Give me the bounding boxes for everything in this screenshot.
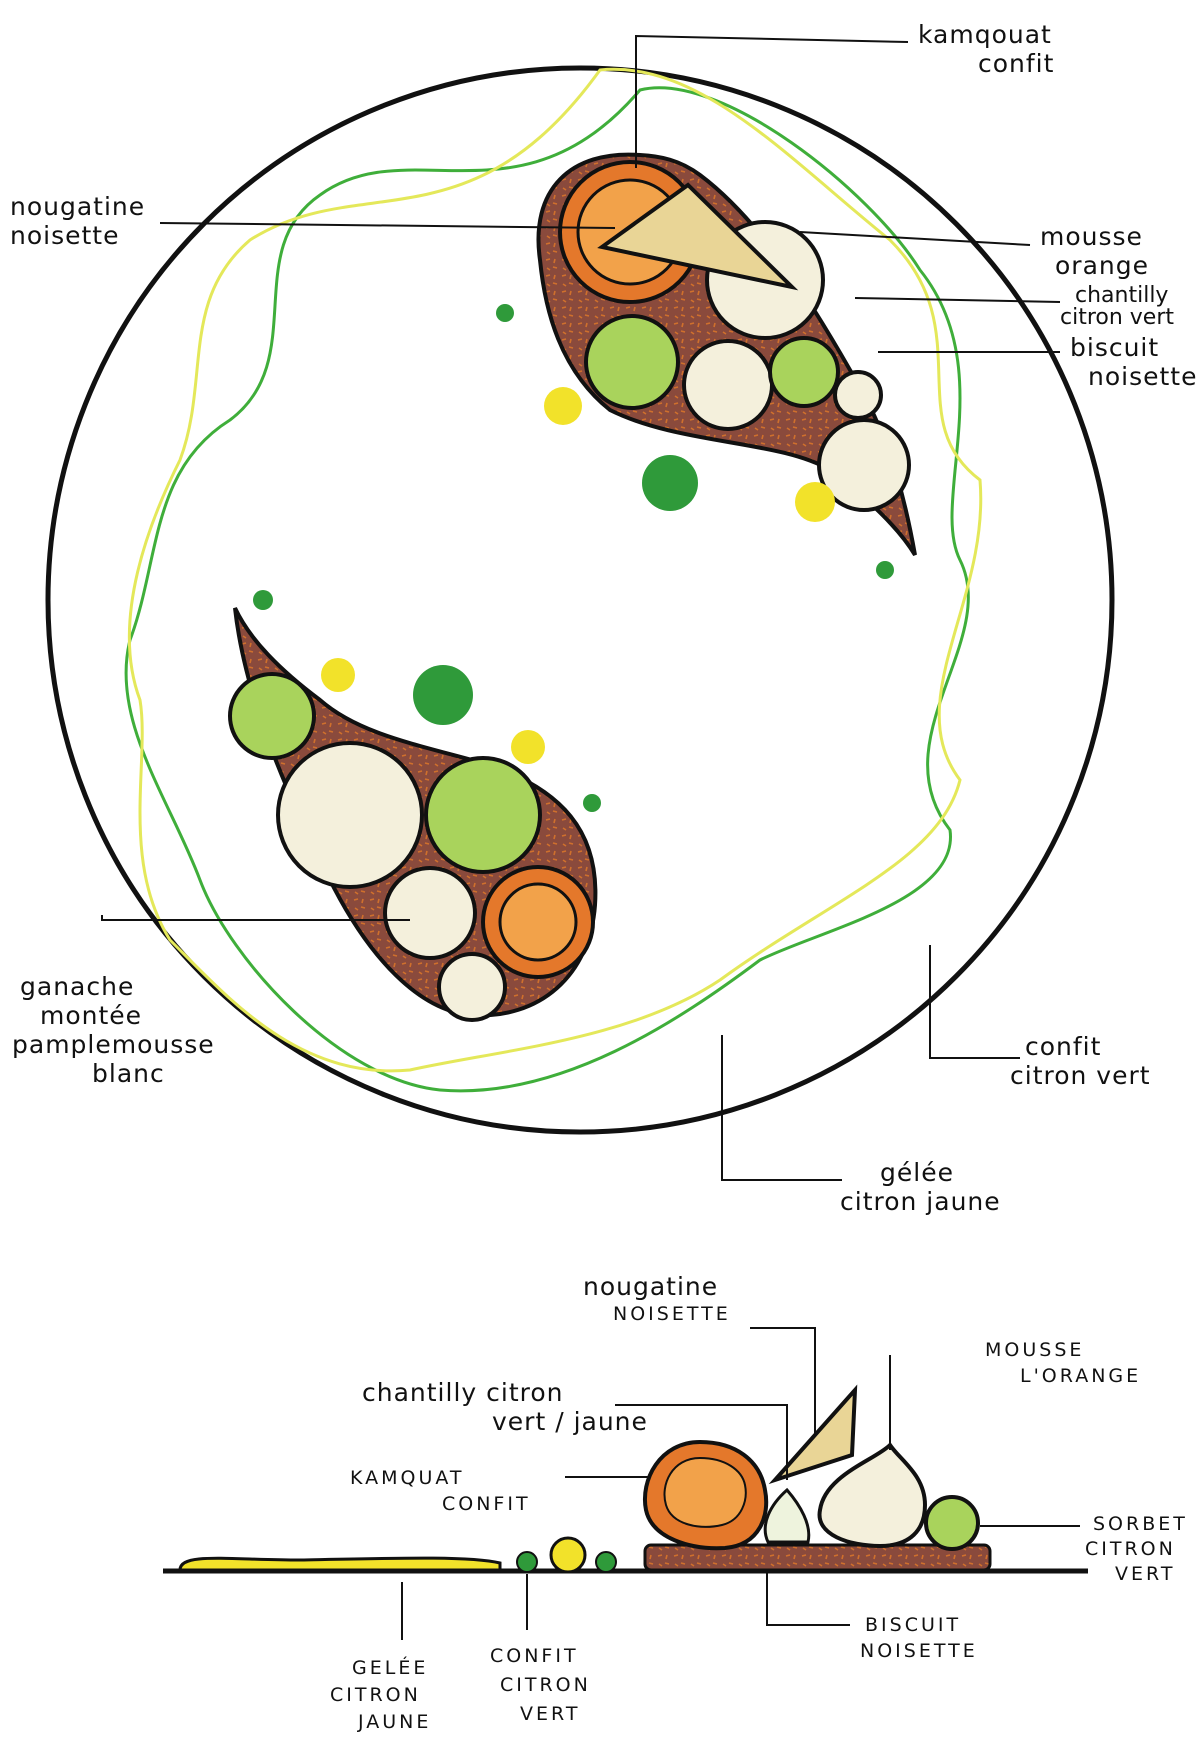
label-ganache-montee: ganache montée pamplemousse blanc [12, 972, 215, 1088]
confit-dot [583, 794, 601, 812]
gel-dot-side [549, 1536, 587, 1574]
sorbet-side [924, 1495, 980, 1551]
label-side-gelee: GELÉE CITRON JAUNE [330, 1657, 432, 1733]
mousse-bottom-1 [276, 741, 424, 889]
label-gelee-citron-jaune: gélée citron jaune [840, 1158, 1001, 1216]
label-side-kamquat: KAMQUAT CONFIT [350, 1467, 531, 1515]
biscuit-base-side [643, 1543, 992, 1572]
mousse-top-4 [817, 418, 911, 512]
label-mousse-orange: mousse orange [1040, 222, 1149, 280]
gel-dot [511, 730, 545, 764]
lime-ball-top-2 [768, 336, 840, 408]
label-side-mousse: MOUSSE L'ORANGE [985, 1339, 1142, 1387]
nougatine-triangle-top [597, 182, 799, 291]
mousse-bottom-3 [437, 952, 507, 1022]
plan-leader-lines [101, 34, 1061, 1181]
label-kamquat-confit: kamqouat confit [918, 20, 1055, 78]
label-confit-citron-vert: confit citron vert [1010, 1032, 1151, 1090]
gel-dot [321, 658, 355, 692]
gelee-layer [178, 1556, 502, 1572]
confit-dot [876, 561, 894, 579]
label-side-confit: CONFIT CITRON VERT [490, 1645, 591, 1725]
label-side-sorbet: SORBET CITRON VERT [1085, 1513, 1188, 1585]
label-side-chantilly: chantilly citron vert / jaune [362, 1378, 648, 1436]
gelee-citron-jaune-line [127, 67, 983, 1073]
label-side-nougatine: nougatine NOISETTE [583, 1272, 731, 1325]
lime-ball-top-1 [584, 314, 680, 410]
chantilly-side [763, 1487, 811, 1544]
mousse-top-3 [833, 370, 883, 420]
confit-dot [642, 455, 698, 511]
mousse-top-2 [682, 339, 774, 431]
lime-ball-bottom-2 [424, 756, 542, 874]
confit-citron-vert-line [124, 86, 970, 1093]
label-side-biscuit: BISCUIT NOISETTE [860, 1614, 978, 1662]
confit-dot-side [516, 1551, 538, 1573]
lime-ball-bottom-1 [228, 672, 316, 760]
gel-dot [544, 387, 582, 425]
confit-dot [253, 590, 273, 610]
side-view [163, 1384, 1088, 1574]
kumquat-inner-bottom [498, 882, 578, 962]
quenelle-top [536, 152, 917, 557]
plate-outline [45, 65, 1115, 1135]
confit-dot-side [595, 1551, 617, 1573]
kumquat-half-inner [663, 1456, 747, 1528]
side-leader-lines [401, 1327, 1080, 1640]
quenelle-bottom [228, 607, 598, 1022]
mousse-side [817, 1441, 928, 1549]
confit-dot [413, 665, 473, 725]
gel-dot [795, 482, 835, 522]
label-biscuit-noisette: biscuit noisette [1070, 333, 1198, 391]
label-chantilly-citron-vert: chantilly citron vert [1060, 283, 1175, 330]
mousse-bottom-2 [383, 866, 477, 960]
label-nougatine-noisette: nougatine noisette [10, 192, 146, 250]
confit-dot [496, 304, 514, 322]
